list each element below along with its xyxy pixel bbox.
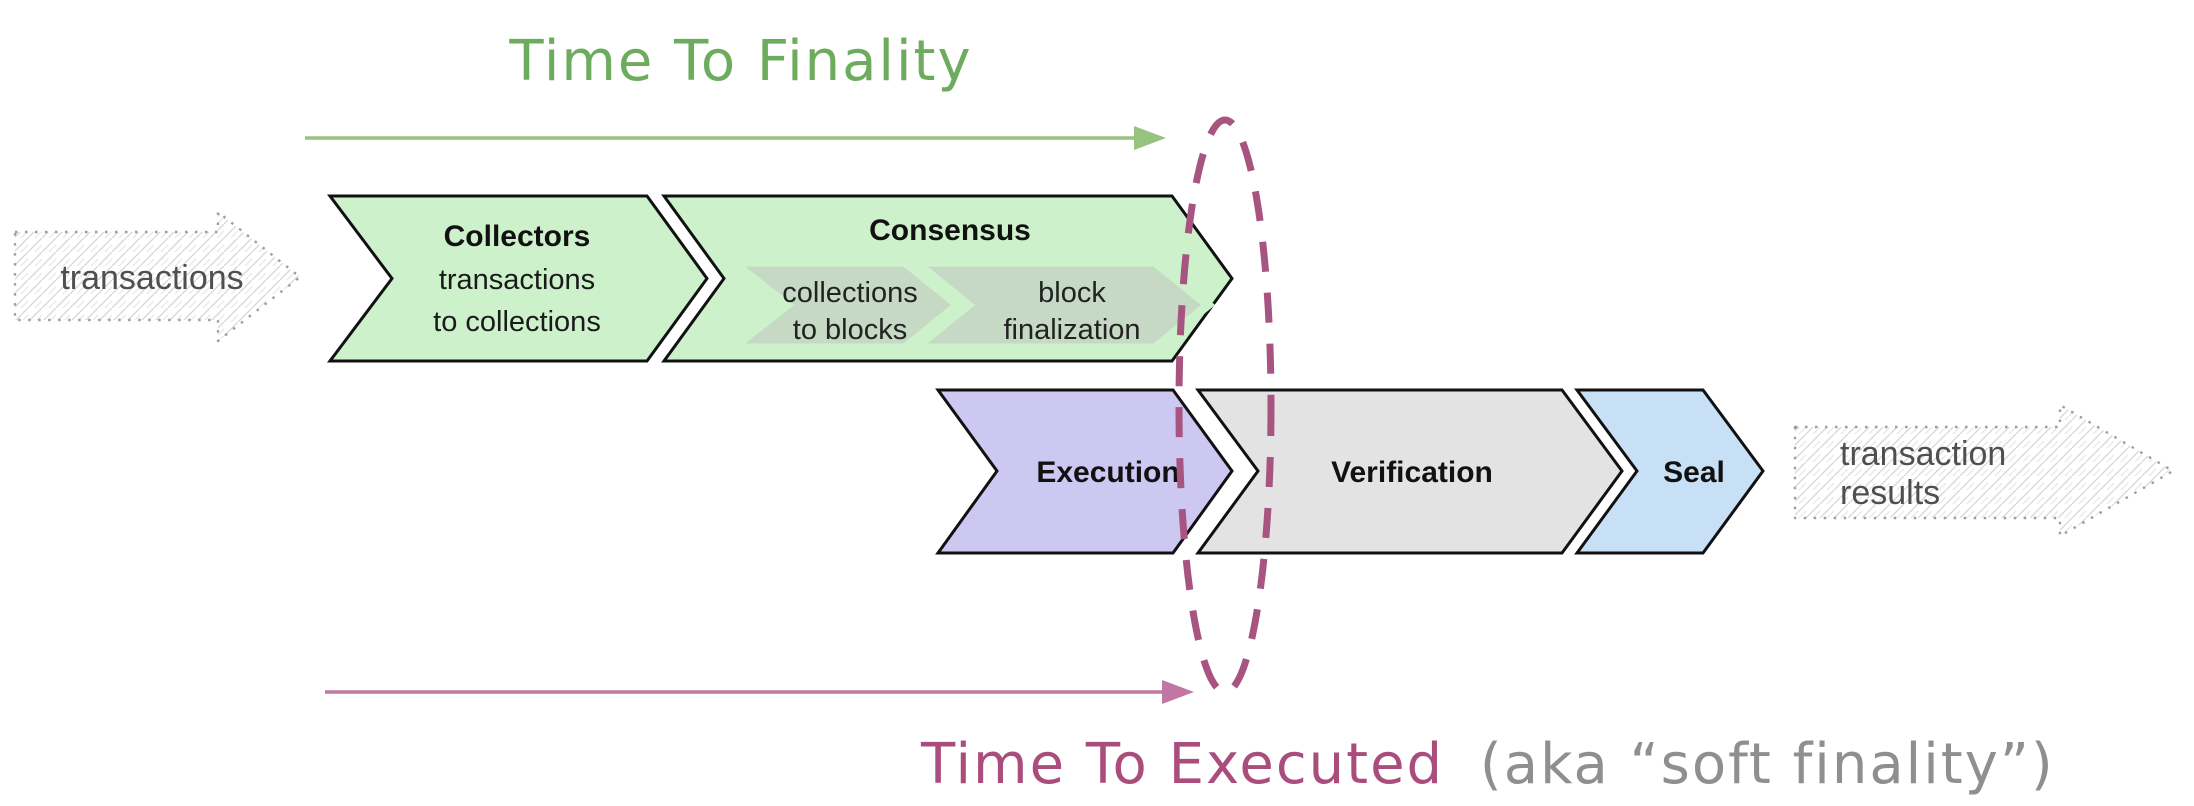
verification-title: Verification: [1331, 456, 1493, 489]
transactions-input-arrow: [13, 210, 302, 343]
collectors-title: Collectors: [444, 220, 591, 253]
time-to-executed-arrowhead: [1162, 680, 1194, 704]
consensus-substep1-line1: collections: [782, 277, 917, 309]
time-to-finality-arrowhead: [1134, 126, 1166, 150]
consensus-substep1-chevron: [718, 257, 966, 353]
execution-title: Execution: [1036, 456, 1179, 489]
transactions-input-label: transactions: [60, 259, 243, 297]
transaction-results-line2: results: [1840, 474, 1940, 512]
time-to-finality-title: Time To Finality: [508, 29, 972, 94]
collectors-line1: transactions: [439, 264, 595, 296]
seal-title: Seal: [1663, 456, 1725, 489]
collectors-line2: to collections: [433, 306, 601, 338]
consensus-substep1-line2: to blocks: [793, 314, 907, 346]
time-to-executed-suffix: (aka “soft finality”): [1480, 732, 2055, 797]
time-to-executed-main: Time To Executed: [920, 732, 1444, 797]
consensus-title: Consensus: [869, 214, 1031, 247]
finality-boundary-ellipse: [1175, 116, 1275, 696]
collectors-chevron: [326, 194, 709, 363]
transaction-results-arrow: [1793, 403, 2175, 538]
transaction-results-line1: transaction: [1840, 435, 2006, 473]
consensus-substep2-chevron: [902, 257, 1216, 353]
verification-chevron: [1195, 388, 1624, 555]
seal-chevron: [1574, 388, 1765, 555]
consensus-substep2-line2: finalization: [1003, 314, 1140, 346]
consensus-substep2-line1: block: [1038, 277, 1106, 309]
execution-chevron: [935, 388, 1234, 555]
time-to-executed-title: Time To Executed (aka “soft finality”): [920, 732, 2055, 797]
